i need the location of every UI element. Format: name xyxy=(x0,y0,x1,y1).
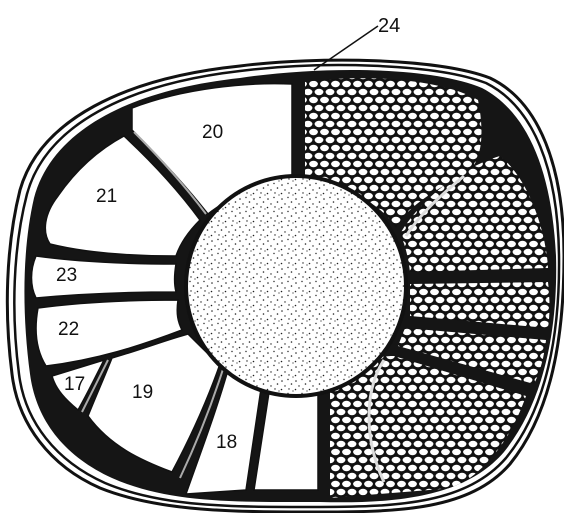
label-21: 21 xyxy=(96,186,117,207)
label-17: 17 xyxy=(64,374,85,395)
label-22: 22 xyxy=(58,319,79,340)
central-stippled-core xyxy=(186,176,406,396)
label-18: 18 xyxy=(216,432,237,453)
label-19: 19 xyxy=(132,382,153,403)
label-20: 20 xyxy=(202,122,223,143)
label-24: 24 xyxy=(378,15,400,37)
label-23: 23 xyxy=(56,265,77,286)
